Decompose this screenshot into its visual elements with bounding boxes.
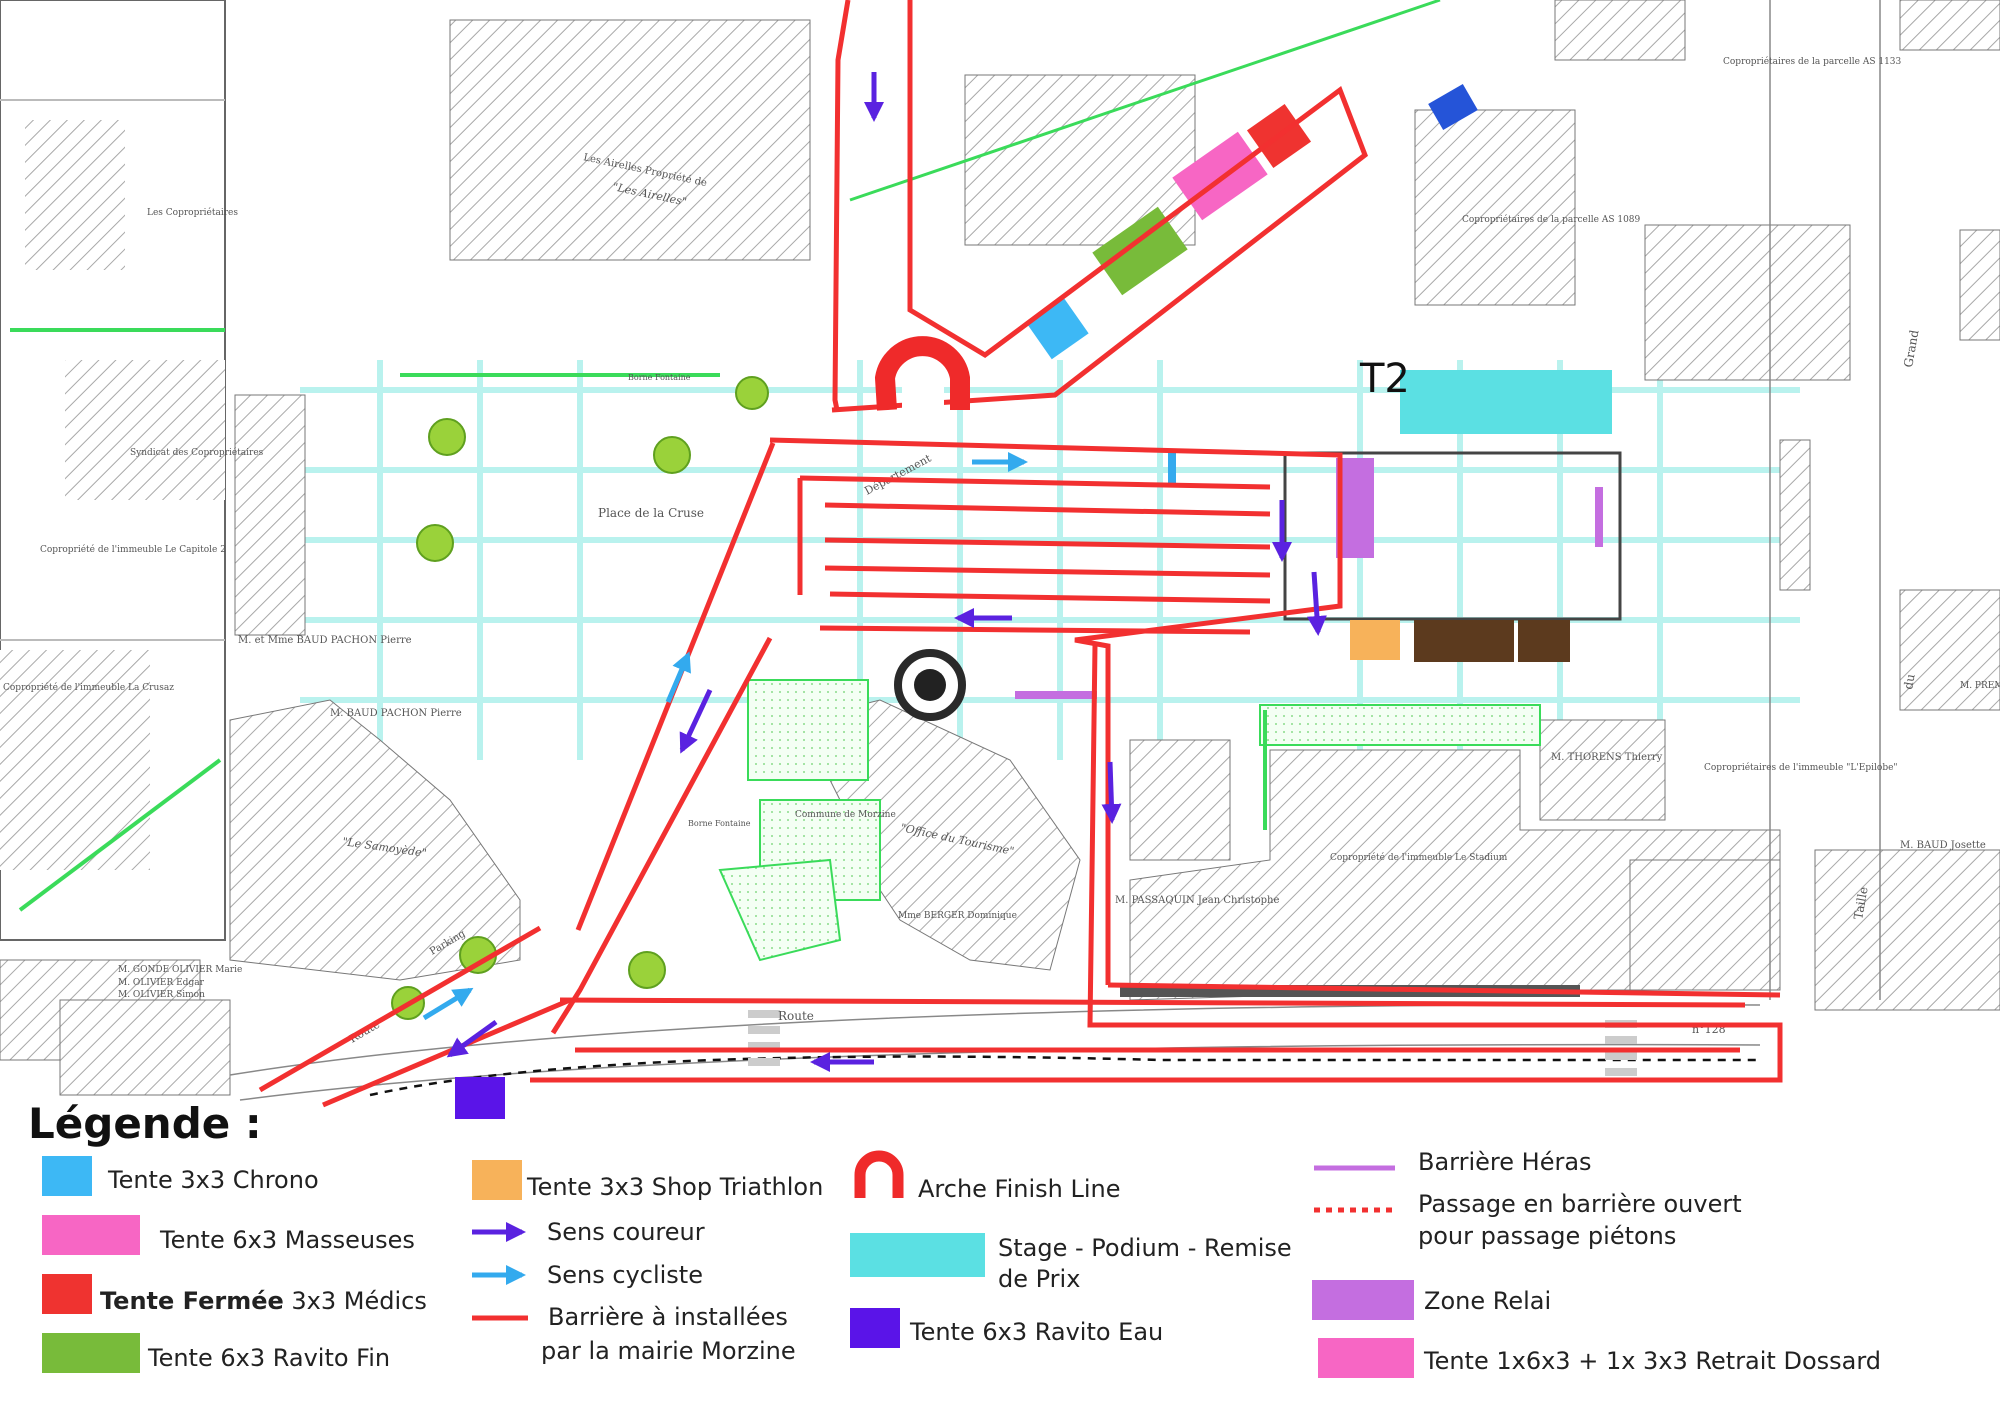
label-thorens: M. THORENS Thierry: [1551, 752, 1663, 763]
label-baud-pachon-1: M. et Mme BAUD PACHON Pierre: [238, 635, 412, 646]
ravito-eau-tent: [455, 1077, 505, 1119]
label-baud-pachon-2: M. BAUD PACHON Pierre: [330, 708, 462, 719]
label-route-bottom: Route: [778, 1009, 814, 1023]
label-olivier-1: M. OLIVIER Edgar: [118, 978, 205, 988]
barrier-openings: [574, 15, 886, 868]
label-passaquin: M. PASSAQUIN Jean Christophe: [1115, 895, 1279, 906]
legend-stage-1: Stage - Podium - Remise: [998, 1234, 1292, 1262]
cyclist-arrow-2: [665, 651, 691, 703]
red-barriers: [258, 0, 1783, 1108]
legend-dossard: Tente 1x6x3 + 1x 3x3 Retrait Dossard: [1423, 1347, 1881, 1375]
legend-swatch-medics: [42, 1274, 92, 1314]
legend-ravito-eau: Tente 6x3 Ravito Eau: [909, 1318, 1163, 1346]
label-olivier-3: M. GONDE OLIVIER Marie: [118, 965, 242, 975]
finish-arch: [874, 336, 970, 411]
legend-chrono: Tente 3x3 Chrono: [107, 1166, 319, 1194]
label-syndicat: Syndicat des Copropriétaires: [130, 447, 264, 458]
runner-arrow-3: [1306, 571, 1327, 636]
label-borne: Borne Fontaine: [628, 373, 691, 382]
label-olivier-2: M. OLIVIER Simon: [118, 990, 205, 1000]
dossard-tent-6x3: [1414, 620, 1514, 662]
legend-swatch-ravito-fin: [42, 1333, 140, 1373]
legend-stage-2: de Prix: [998, 1265, 1080, 1293]
blue-tent-top: [1428, 84, 1478, 130]
legend-swatch-dossard: [1318, 1338, 1414, 1378]
legend-zone-relai: Zone Relai: [1424, 1287, 1551, 1315]
legend-swatch-chrono: [42, 1156, 92, 1196]
label-borne2: Borne Fontaine: [688, 819, 751, 828]
event-enclosure: [1283, 451, 1622, 621]
legend-sens-cycliste: Sens cycliste: [547, 1261, 703, 1289]
legend-swatch-stage: [850, 1233, 985, 1277]
ravito-fin-tent: [1092, 206, 1188, 296]
heras-barrier-2: [1015, 691, 1097, 699]
label-place: Place de la Cruse: [598, 506, 704, 520]
shop-tent: [1350, 620, 1400, 660]
green-areas: [400, 0, 1541, 962]
label-berger: Mme BERGER Dominique: [898, 911, 1017, 921]
heras-barrier-1: [1595, 487, 1603, 547]
label-du: du: [1901, 673, 1918, 691]
legend-medics: Tente Fermée 3x3 Médics: [100, 1287, 427, 1315]
label-stadium: Copropriété de l'immeuble Le Stadium: [1330, 852, 1508, 863]
legend-swatch-shop: [472, 1160, 522, 1200]
label-morzine: Commune de Morzine: [795, 810, 896, 820]
label-grand: Grand: [1901, 328, 1921, 368]
legend-passage-2: pour passage piétons: [1418, 1222, 1676, 1250]
label-capitole: Copropriété de l'immeuble Le Capitole 2: [40, 544, 226, 555]
legend-barriere-2: par la mairie Morzine: [541, 1337, 796, 1365]
label-epilobe: Copropriétaires de l'immeuble "L'Epilobe…: [1704, 762, 1898, 773]
legend: Légende : Tente 3x3 Chrono Tente 6x3 Mas…: [28, 1099, 1881, 1378]
inset-frame: [0, 0, 226, 941]
runner-arrow-7: [679, 688, 713, 754]
runner-arrow-4: [1101, 761, 1122, 824]
legend-arche: Arche Finish Line: [918, 1175, 1121, 1203]
label-taille: Taille: [1851, 886, 1870, 921]
fountain: [894, 649, 966, 721]
label-prem: M. PREM: [1960, 681, 2000, 691]
legend-passage-1: Passage en barrière ouvert: [1418, 1190, 1742, 1218]
legend-masseuses: Tente 6x3 Masseuses: [159, 1226, 415, 1254]
label-as1089: Copropriétaires de la parcelle AS 1089: [1462, 214, 1641, 225]
legend-barriere-1: Barrière à installées: [548, 1303, 788, 1331]
legend-shop: Tente 3x3 Shop Triathlon: [526, 1173, 823, 1201]
dossard-tent-3x3: [1518, 620, 1570, 662]
legend-arch-icon: [854, 1150, 904, 1198]
label-les-copro: Les Copropriétaires: [147, 207, 238, 218]
legend-swatch-ravito-eau: [850, 1308, 900, 1348]
label-cruse-imm: Copropriété de l'immeuble La Crusaz: [3, 682, 174, 693]
legend-title: Légende :: [28, 1099, 262, 1148]
legend-ravito-fin: Tente 6x3 Ravito Fin: [147, 1344, 390, 1372]
road-center-line: [369, 1055, 1760, 1097]
label-as1133: Copropriétaires de la parcelle AS 1133: [1723, 56, 1902, 67]
direction-arrows: [422, 72, 1327, 1072]
legend-heras: Barrière Héras: [1418, 1148, 1592, 1176]
cyclist-gate: [1168, 453, 1176, 483]
label-bauds: M. BAUD Josette: [1900, 840, 1986, 851]
zone-label-t2: T2: [1359, 356, 1410, 402]
cyclist-arrow-3: [422, 987, 474, 1021]
legend-swatch-masseuses: [42, 1215, 140, 1255]
buildings: [0, 0, 2000, 1096]
runner-arrow-8: [446, 1019, 498, 1058]
legend-sens-coureur: Sens coureur: [547, 1218, 705, 1246]
stage-podium-area: [1400, 370, 1612, 434]
legend-swatch-zone-relai: [1312, 1280, 1414, 1320]
